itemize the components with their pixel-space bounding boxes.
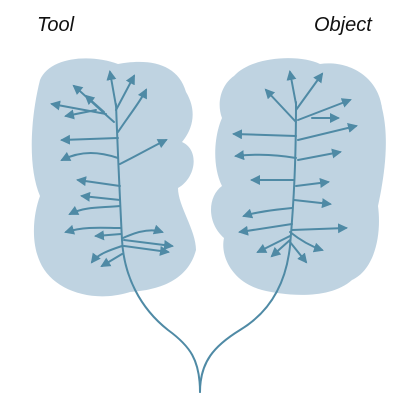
tool-label: Tool (37, 14, 74, 37)
object-label: Object (314, 14, 372, 37)
right-region-blob (211, 58, 386, 295)
